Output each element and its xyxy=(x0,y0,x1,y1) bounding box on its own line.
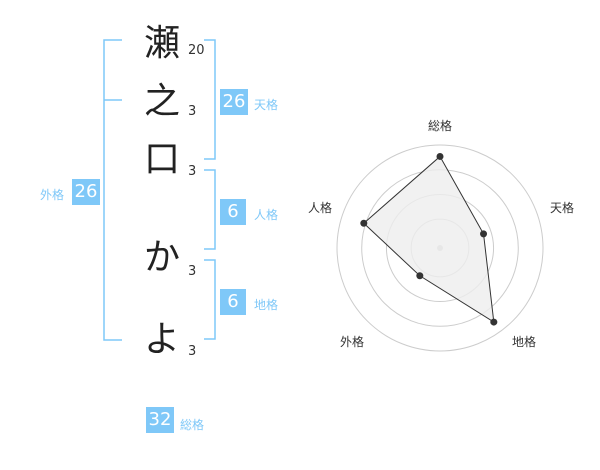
name-char-2: 之 xyxy=(143,81,180,122)
radar-axis-label-3: 地格 xyxy=(512,334,536,349)
tenkaku-label: 天格 xyxy=(254,98,279,112)
radar-axis-label-2: 天格 xyxy=(550,200,574,215)
radar-axis-label-5: 人格 xyxy=(308,200,332,215)
stroke-count-4: 3 xyxy=(188,264,197,279)
radar-axis-label-4: 外格 xyxy=(340,334,364,349)
gaikaku-value-box: 26 xyxy=(72,179,100,205)
name-char-1: 瀬 xyxy=(143,23,180,64)
stroke-count-5: 3 xyxy=(188,344,197,359)
chikaku-label: 地格 xyxy=(254,298,279,312)
gaikaku-label: 外格 xyxy=(40,188,65,202)
chikaku-value-box: 6 xyxy=(220,289,246,315)
stroke-count-3: 3 xyxy=(188,164,197,179)
stroke-count-2: 3 xyxy=(188,104,197,119)
soukaku-value-box: 32 xyxy=(146,407,174,433)
name-char-5: よ xyxy=(143,319,180,360)
radar-point-3 xyxy=(490,318,498,326)
radar-axis-label-1: 総格 xyxy=(428,118,452,133)
radar-point-4 xyxy=(416,272,424,280)
soukaku-label: 総格 xyxy=(180,418,205,432)
radar-point-2 xyxy=(480,230,488,238)
jinkaku-value-box: 6 xyxy=(220,199,246,225)
radar-point-1 xyxy=(436,152,444,160)
radar-point-5 xyxy=(360,219,368,227)
name-char-4: か xyxy=(143,237,180,278)
name-char-3: 口 xyxy=(143,139,180,180)
radar-area xyxy=(363,155,495,324)
jinkaku-label: 人格 xyxy=(254,208,279,222)
stroke-count-1: 20 xyxy=(188,43,205,58)
radar-grid-ring-1 xyxy=(336,144,544,352)
tenkaku-value-box: 26 xyxy=(220,89,248,115)
